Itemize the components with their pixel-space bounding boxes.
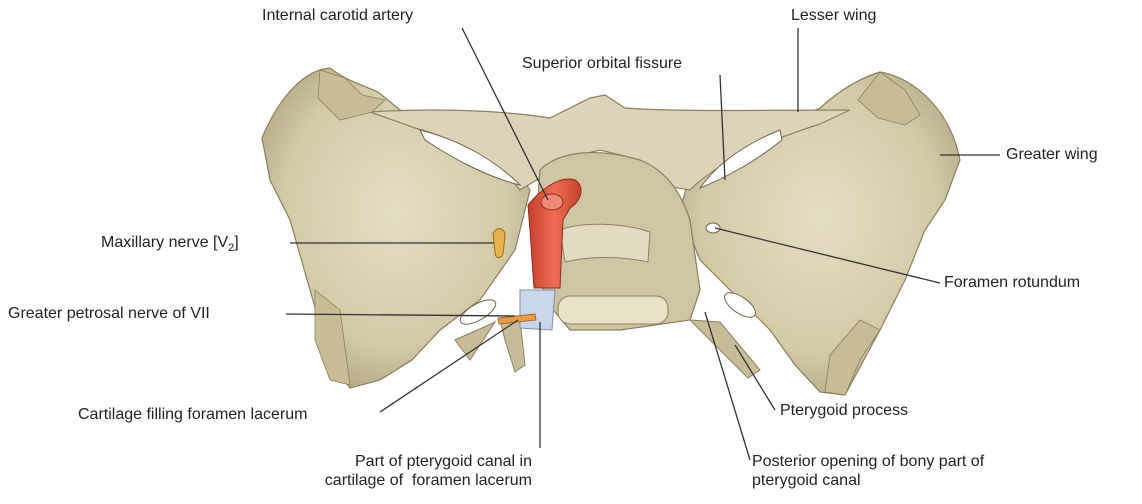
pterygoid-canal-cartilage-line-1: Part of pterygoid canal in xyxy=(310,452,532,471)
label-posterior-opening-pterygoid-canal: Posterior opening of bony part of pteryg… xyxy=(752,452,984,490)
foramen-lacerum-cartilage xyxy=(520,290,555,330)
maxillary-nerve-bracket: ] xyxy=(234,234,238,251)
pterygoid-canal-cartilage-line-2: cartilage of foramen lacerum xyxy=(310,471,532,490)
label-greater-wing: Greater wing xyxy=(1006,145,1098,164)
clivus-cut-surface xyxy=(558,296,668,324)
label-pterygoid-process: Pterygoid process xyxy=(780,401,908,420)
label-greater-petrosal-nerve: Greater petrosal nerve of VII xyxy=(8,304,210,323)
posterior-opening-line-2: pterygoid canal xyxy=(752,471,984,490)
leader-pterygoid-process xyxy=(735,345,775,410)
dorsum-sellae xyxy=(560,224,650,262)
label-cartilage-filling-foramen-lacerum: Cartilage filling foramen lacerum xyxy=(78,405,307,424)
maxillary-nerve xyxy=(493,229,505,258)
label-foramen-rotundum: Foramen rotundum xyxy=(944,273,1080,292)
foramen-rotundum-hole xyxy=(706,223,720,233)
label-superior-orbital-fissure: Superior orbital fissure xyxy=(522,54,682,73)
label-maxillary-nerve: Maxillary nerve [V2] xyxy=(101,233,239,258)
posterior-opening-line-1: Posterior opening of bony part of xyxy=(752,452,984,471)
maxillary-nerve-text: Maxillary nerve [V xyxy=(101,234,228,251)
label-lesser-wing: Lesser wing xyxy=(791,6,876,25)
left-pterygoid-plate xyxy=(455,322,495,360)
label-pterygoid-canal-cartilage: Part of pterygoid canal in cartilage of … xyxy=(310,452,532,490)
sphenoid-bone xyxy=(262,68,960,395)
label-internal-carotid-artery: Internal carotid artery xyxy=(262,6,413,25)
